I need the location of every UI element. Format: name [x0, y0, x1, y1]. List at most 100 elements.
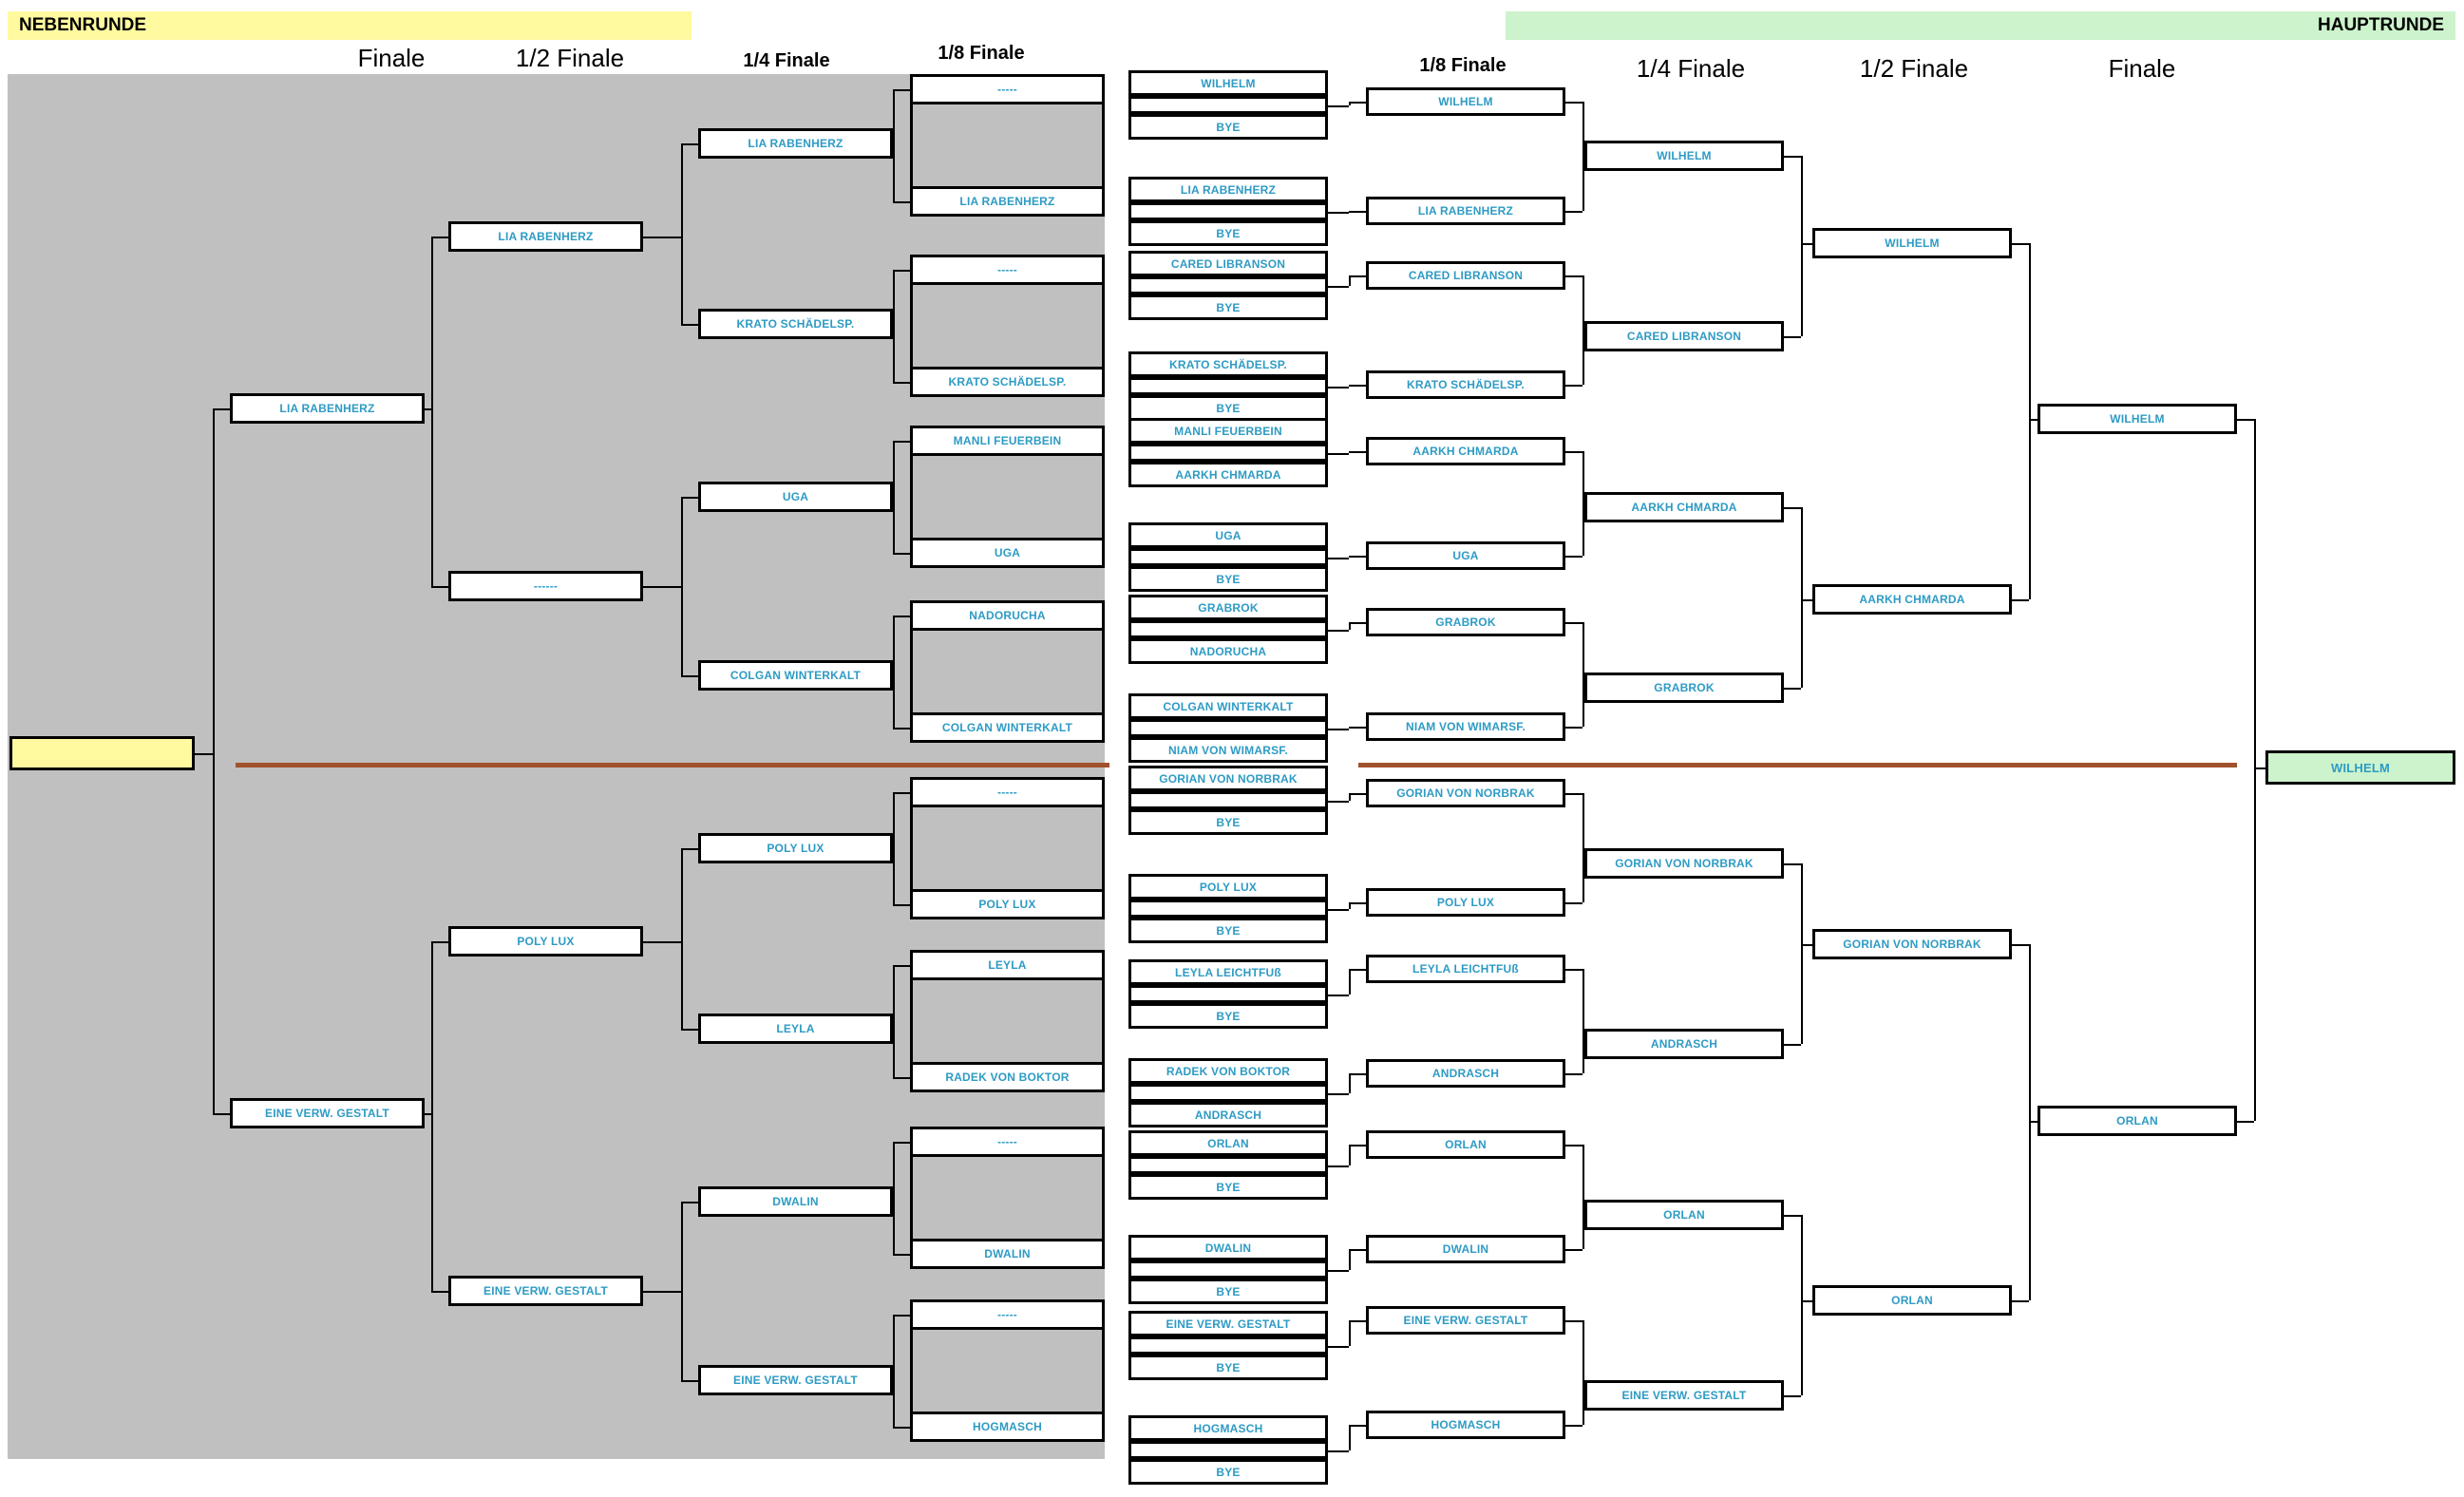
haupt-r1-top-11[interactable]: RADEK VON BOKTOR: [1128, 1058, 1328, 1084]
neben-achtel-slot-12[interactable]: -----: [910, 1127, 1105, 1157]
haupt-achtel-slot-11[interactable]: ANDRASCH: [1366, 1059, 1565, 1088]
haupt-halbfinale-slot-0[interactable]: WILHELM: [1812, 228, 2012, 258]
haupt-viertel-slot-7[interactable]: EINE VERW. GESTALT: [1584, 1380, 1784, 1411]
haupt-viertel-slot-6[interactable]: ORLAN: [1584, 1200, 1784, 1230]
haupt-r1-top-7[interactable]: COLGAN WINTERKALT: [1128, 693, 1328, 719]
haupt-r1-top-5[interactable]: UGA: [1128, 522, 1328, 548]
haupt-achtel-slot-6[interactable]: GRABROK: [1366, 608, 1565, 636]
haupt-r1-score-slot-12[interactable]: [1128, 1156, 1328, 1174]
haupt-r1-score-slot-2[interactable]: [1128, 276, 1328, 294]
neben-halbfinale-slot-3[interactable]: EINE VERW. GESTALT: [448, 1276, 643, 1306]
haupt-r1-top-0[interactable]: WILHELM: [1128, 70, 1328, 96]
neben-viertel-slot-1[interactable]: KRATO SCHÄDELSP.: [698, 309, 893, 339]
haupt-r1-bottom-6[interactable]: NADORUCHA: [1128, 638, 1328, 664]
haupt-finale-slot-0[interactable]: WILHELM: [2038, 404, 2237, 434]
haupt-r1-top-8[interactable]: GORIAN VON NORBRAK: [1128, 766, 1328, 791]
haupt-r1-bottom-0[interactable]: BYE: [1128, 114, 1328, 140]
haupt-r1-score-slot-11[interactable]: [1128, 1084, 1328, 1102]
neben-viertel-slot-7[interactable]: EINE VERW. GESTALT: [698, 1365, 893, 1395]
neben-achtel-slot-8[interactable]: -----: [910, 777, 1105, 807]
haupt-r1-top-10[interactable]: LEYLA LEICHTFUß: [1128, 959, 1328, 985]
haupt-r1-score-slot-13[interactable]: [1128, 1260, 1328, 1279]
haupt-r1-bottom-1[interactable]: BYE: [1128, 220, 1328, 246]
haupt-achtel-slot-2[interactable]: CARED LIBRANSON: [1366, 261, 1565, 290]
haupt-r1-score-slot-10[interactable]: [1128, 985, 1328, 1003]
neben-achtel-slot-9[interactable]: POLY LUX: [910, 889, 1105, 919]
neben-viertel-slot-5[interactable]: LEYLA: [698, 1014, 893, 1044]
neben-achtel-slot-13[interactable]: DWALIN: [910, 1239, 1105, 1269]
neben-achtel-slot-11[interactable]: RADEK VON BOKTOR: [910, 1062, 1105, 1092]
neben-achtel-slot-14[interactable]: -----: [910, 1299, 1105, 1330]
haupt-achtel-slot-0[interactable]: WILHELM: [1366, 87, 1565, 116]
haupt-achtel-slot-8[interactable]: GORIAN VON NORBRAK: [1366, 779, 1565, 807]
neben-halbfinale-slot-2[interactable]: POLY LUX: [448, 926, 643, 957]
neben-achtel-slot-2[interactable]: -----: [910, 255, 1105, 285]
haupt-achtel-slot-13[interactable]: DWALIN: [1366, 1235, 1565, 1263]
haupt-r1-score-slot-14[interactable]: [1128, 1336, 1328, 1355]
neben-achtel-slot-7[interactable]: COLGAN WINTERKALT: [910, 712, 1105, 743]
haupt-viertel-slot-1[interactable]: CARED LIBRANSON: [1584, 321, 1784, 351]
neben-viertel-slot-4[interactable]: POLY LUX: [698, 833, 893, 863]
haupt-achtel-slot-10[interactable]: LEYLA LEICHTFUß: [1366, 955, 1565, 983]
haupt-r1-score-slot-5[interactable]: [1128, 548, 1328, 566]
haupt-r1-score-slot-3[interactable]: [1128, 377, 1328, 395]
neben-achtel-slot-0[interactable]: -----: [910, 74, 1105, 104]
neben-sieger-box[interactable]: [9, 736, 195, 770]
neben-achtel-slot-4[interactable]: MANLI FEUERBEIN: [910, 426, 1105, 456]
haupt-sieger-box[interactable]: WILHELM: [2265, 750, 2455, 785]
neben-achtel-slot-5[interactable]: UGA: [910, 538, 1105, 568]
haupt-r1-bottom-7[interactable]: NIAM VON WIMARSF.: [1128, 737, 1328, 763]
haupt-halbfinale-slot-1[interactable]: AARKH CHMARDA: [1812, 584, 2012, 615]
haupt-halbfinale-slot-3[interactable]: ORLAN: [1812, 1285, 2012, 1316]
haupt-r1-top-1[interactable]: LIA RABENHERZ: [1128, 177, 1328, 202]
haupt-achtel-slot-14[interactable]: EINE VERW. GESTALT: [1366, 1306, 1565, 1335]
haupt-r1-bottom-2[interactable]: BYE: [1128, 294, 1328, 320]
haupt-r1-bottom-3[interactable]: BYE: [1128, 395, 1328, 421]
haupt-r1-bottom-15[interactable]: BYE: [1128, 1459, 1328, 1485]
haupt-r1-bottom-10[interactable]: BYE: [1128, 1003, 1328, 1029]
neben-achtel-slot-1[interactable]: LIA RABENHERZ: [910, 186, 1105, 217]
haupt-r1-bottom-11[interactable]: ANDRASCH: [1128, 1102, 1328, 1127]
haupt-achtel-slot-9[interactable]: POLY LUX: [1366, 888, 1565, 917]
neben-achtel-slot-3[interactable]: KRATO SCHÄDELSP.: [910, 367, 1105, 397]
haupt-r1-bottom-14[interactable]: BYE: [1128, 1355, 1328, 1380]
haupt-finale-slot-1[interactable]: ORLAN: [2038, 1106, 2237, 1136]
neben-viertel-slot-0[interactable]: LIA RABENHERZ: [698, 128, 893, 159]
haupt-halbfinale-slot-2[interactable]: GORIAN VON NORBRAK: [1812, 929, 2012, 959]
haupt-r1-bottom-12[interactable]: BYE: [1128, 1174, 1328, 1200]
haupt-r1-top-4[interactable]: MANLI FEUERBEIN: [1128, 418, 1328, 444]
haupt-r1-top-2[interactable]: CARED LIBRANSON: [1128, 251, 1328, 276]
haupt-r1-bottom-9[interactable]: BYE: [1128, 918, 1328, 943]
haupt-r1-top-13[interactable]: DWALIN: [1128, 1235, 1328, 1260]
neben-halbfinale-slot-0[interactable]: LIA RABENHERZ: [448, 221, 643, 252]
haupt-achtel-slot-4[interactable]: AARKH CHMARDA: [1366, 437, 1565, 465]
neben-viertel-slot-3[interactable]: COLGAN WINTERKALT: [698, 660, 893, 691]
haupt-r1-score-slot-6[interactable]: [1128, 620, 1328, 638]
haupt-achtel-slot-12[interactable]: ORLAN: [1366, 1130, 1565, 1159]
haupt-viertel-slot-4[interactable]: GORIAN VON NORBRAK: [1584, 848, 1784, 879]
haupt-r1-bottom-13[interactable]: BYE: [1128, 1279, 1328, 1304]
haupt-viertel-slot-5[interactable]: ANDRASCH: [1584, 1029, 1784, 1059]
haupt-r1-bottom-8[interactable]: BYE: [1128, 809, 1328, 835]
haupt-viertel-slot-0[interactable]: WILHELM: [1584, 141, 1784, 171]
haupt-viertel-slot-3[interactable]: GRABROK: [1584, 673, 1784, 703]
haupt-r1-top-9[interactable]: POLY LUX: [1128, 874, 1328, 900]
haupt-r1-score-slot-7[interactable]: [1128, 719, 1328, 737]
haupt-r1-bottom-4[interactable]: AARKH CHMARDA: [1128, 462, 1328, 487]
neben-halbfinale-slot-1[interactable]: ------: [448, 571, 643, 601]
neben-viertel-slot-6[interactable]: DWALIN: [698, 1186, 893, 1217]
neben-finale-slot-0[interactable]: LIA RABENHERZ: [230, 393, 425, 424]
neben-finale-slot-1[interactable]: EINE VERW. GESTALT: [230, 1098, 425, 1128]
haupt-achtel-slot-15[interactable]: HOGMASCH: [1366, 1411, 1565, 1439]
haupt-r1-top-3[interactable]: KRATO SCHÄDELSP.: [1128, 351, 1328, 377]
haupt-viertel-slot-2[interactable]: AARKH CHMARDA: [1584, 492, 1784, 522]
haupt-r1-bottom-5[interactable]: BYE: [1128, 566, 1328, 592]
haupt-r1-score-slot-1[interactable]: [1128, 202, 1328, 220]
neben-achtel-slot-15[interactable]: HOGMASCH: [910, 1412, 1105, 1442]
haupt-r1-top-15[interactable]: HOGMASCH: [1128, 1415, 1328, 1441]
haupt-achtel-slot-5[interactable]: UGA: [1366, 541, 1565, 570]
haupt-achtel-slot-7[interactable]: NIAM VON WIMARSF.: [1366, 712, 1565, 741]
haupt-r1-top-14[interactable]: EINE VERW. GESTALT: [1128, 1311, 1328, 1336]
neben-viertel-slot-2[interactable]: UGA: [698, 482, 893, 512]
haupt-r1-score-slot-4[interactable]: [1128, 444, 1328, 462]
